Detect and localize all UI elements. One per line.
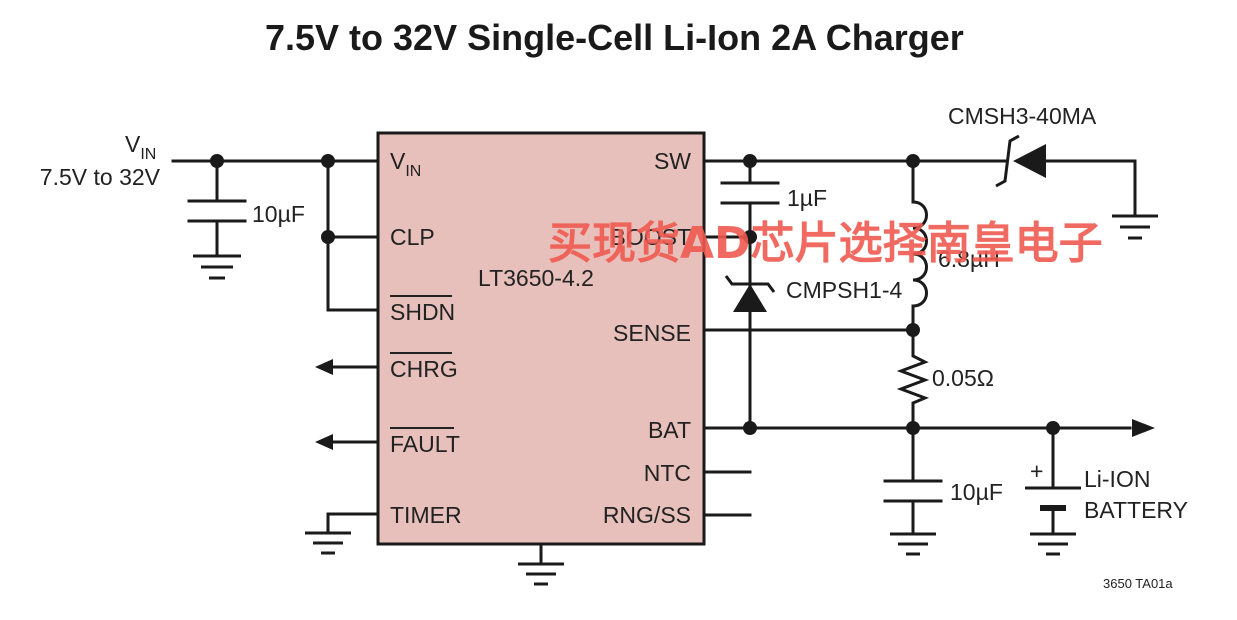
cout-label: 10µF (950, 479, 1003, 505)
battery-symbol (1025, 486, 1081, 511)
pin-bat-label: BAT (648, 417, 691, 443)
pin-boost-label: BOOST (610, 224, 691, 250)
ground-symbol (193, 254, 241, 280)
battery-label-line1: Li-ION (1084, 466, 1150, 492)
ground-symbol (305, 531, 351, 555)
cboost-label: 1µF (787, 185, 827, 211)
ground-symbol (890, 532, 936, 556)
battery-label-line2: BATTERY (1084, 497, 1188, 523)
inductor-label: 6.8µH (938, 246, 1000, 272)
pin-clp-label: CLP (390, 224, 435, 250)
junction-dot (743, 421, 757, 435)
pin-timer-label: TIMER (390, 502, 462, 528)
rsense-label: 0.05Ω (932, 365, 994, 391)
junction-dot (321, 154, 335, 168)
page-title: 7.5V to 32V Single-Cell Li-Ion 2A Charge… (265, 17, 964, 58)
pin-sw-label: SW (654, 148, 691, 174)
junction-dot (743, 230, 757, 244)
pin-ntc-label: NTC (644, 460, 691, 486)
junction-dot (210, 154, 224, 168)
battery-plus-label: + (1030, 458, 1043, 484)
schottky-diode-symbol (995, 134, 1046, 188)
pin-vin-label: VIN (390, 148, 421, 180)
figure-id: 3650 TA01a (1103, 576, 1173, 591)
ground-symbol (1112, 214, 1158, 240)
junction-dot (1046, 421, 1060, 435)
pin-fault-label: FAULT (390, 431, 460, 457)
catch-diode-label: CMSH3-40MA (948, 103, 1097, 129)
junction-dot (321, 230, 335, 244)
pin-rngss-label: RNG/SS (603, 502, 691, 528)
ic-body (376, 131, 706, 546)
junction-dot (906, 154, 920, 168)
diode-symbol (724, 275, 776, 312)
inductor-symbol (912, 200, 928, 308)
pin-shdn-label: SHDN (390, 299, 455, 325)
pin-chrg-label: CHRG (390, 356, 458, 382)
vin-range-label: 7.5V to 32V (40, 164, 161, 190)
ground-symbol (1030, 532, 1076, 556)
watermark-text: 买现货AD芯片选择南皇电子 (548, 218, 1103, 269)
cin-label: 10µF (252, 201, 305, 227)
junction-dot (906, 421, 920, 435)
vin-label: VIN (125, 131, 156, 163)
ic-part-label: LT3650-4.2 (478, 265, 594, 291)
junction-dot (906, 323, 920, 337)
junction-dot (743, 154, 757, 168)
ground-symbol (518, 562, 564, 586)
pin-sense-label: SENSE (613, 320, 691, 346)
boost-diode-label: CMPSH1-4 (786, 277, 903, 303)
resistor-symbol (896, 350, 930, 405)
